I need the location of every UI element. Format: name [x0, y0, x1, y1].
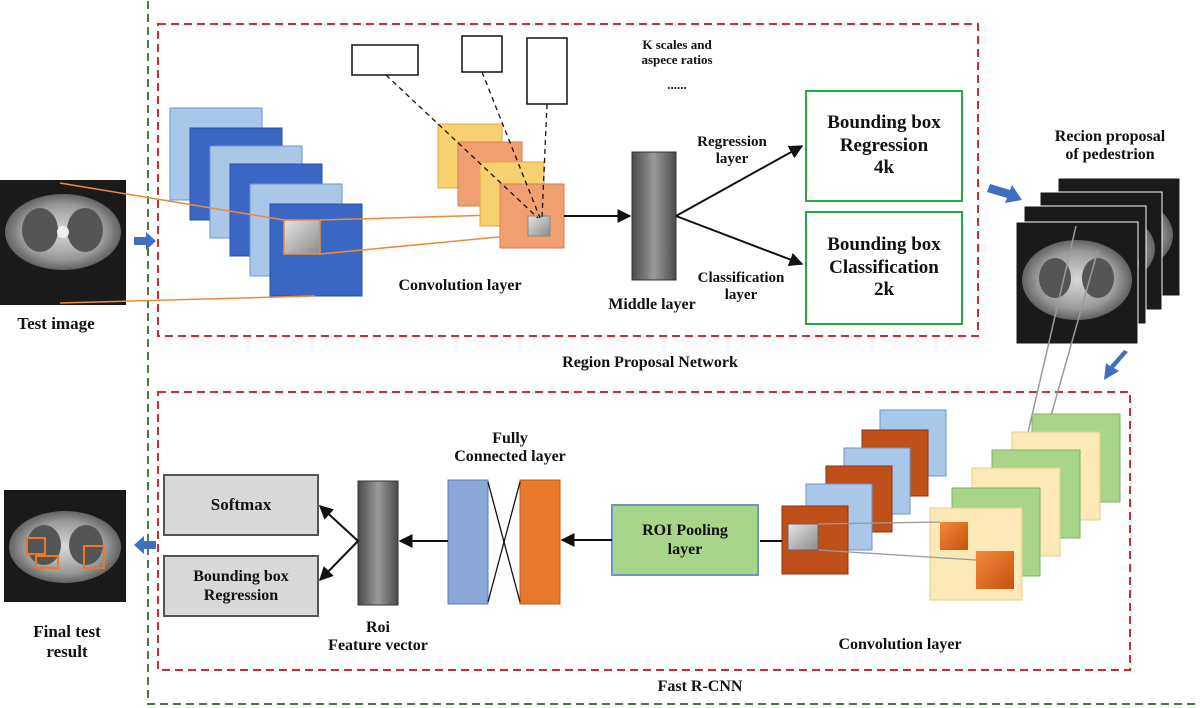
dots-label: ...... [667, 77, 687, 92]
final-test-result-label: Final test result [33, 622, 101, 661]
arrow-to-fast-rcnn-icon [1104, 350, 1128, 380]
test-image [0, 180, 126, 305]
rpn-conv-stack [169, 107, 363, 297]
detection-box [83, 545, 105, 569]
anchor-box [351, 44, 419, 76]
softmax-box [163, 474, 319, 536]
middle-layer-block [631, 151, 677, 281]
anchor-stack [437, 123, 565, 249]
arrow-output-icon [134, 536, 156, 554]
bbox-regression-text: Bounding box Regression 4k [827, 111, 941, 179]
rpn-title: Region Proposal Network [562, 354, 738, 371]
softmax-text: Softmax [210, 494, 272, 514]
bbox-regression-box [805, 90, 963, 202]
test-image-label: Test image [17, 314, 95, 333]
roi-feature-vector-block [357, 480, 399, 606]
rpn-conv-label: Convolution layer [398, 277, 522, 294]
regression-layer-label: Regression layer [697, 134, 767, 168]
roi-pooling-text: ROI Pooling layer [642, 521, 728, 558]
fast-rcnn-conv-stack [781, 409, 947, 575]
middle-layer-label: Middle layer [608, 296, 696, 313]
classification-layer-label: Classification layer [697, 270, 785, 304]
bbox-regression-out-box [163, 555, 319, 617]
fully-connected-layer [447, 479, 561, 605]
rpn-dashed-border [157, 23, 979, 337]
anchor-box [526, 37, 568, 105]
bbox-classification-box [805, 211, 963, 325]
bbox-classification-text: Bounding box Classification 2k [827, 233, 941, 301]
region-proposal-stack [1015, 177, 1181, 345]
final-test-result-image [4, 490, 126, 602]
fast-rcnn-title: Fast R-CNN [657, 678, 743, 695]
roi-pooling-box [611, 504, 759, 576]
detection-box [35, 555, 59, 569]
arrow-to-proposal-icon [987, 184, 1022, 203]
recion-proposal-label: Recion proposal of pedestrion [1054, 128, 1166, 164]
fast-conv-label: Convolution layer [838, 636, 962, 653]
anchor-box [461, 35, 503, 73]
k-scales-label: K scales and aspece ratios [641, 37, 713, 67]
fully-connected-label: Fully Connected layer [454, 430, 566, 466]
fast-rcnn-dashed-border [157, 391, 1131, 671]
arrow-input-icon [134, 232, 156, 250]
bbox-regression-out-text: Bounding box Regression [193, 567, 289, 604]
detection-box [26, 537, 46, 555]
roi-feature-vector-label: Roi Feature vector [328, 619, 428, 655]
fast-rcnn-feature-map [929, 413, 1121, 601]
